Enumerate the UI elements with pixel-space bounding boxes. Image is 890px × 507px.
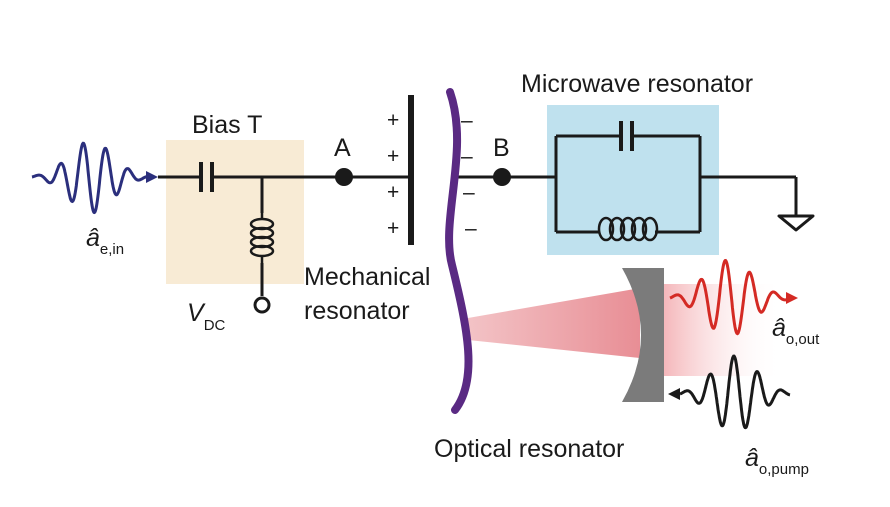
minus-sign: – — [461, 109, 473, 132]
v-dc-base: V — [187, 299, 206, 327]
microwave-capacitor — [619, 121, 634, 151]
v-dc-sub: DC — [204, 317, 226, 334]
minus-sign: – — [461, 145, 473, 168]
optical-beam — [468, 288, 640, 358]
ground-symbol — [777, 214, 815, 232]
pump-wave-packet — [679, 354, 791, 430]
node-b-label: B — [493, 134, 510, 162]
plus-sign: + — [387, 145, 399, 168]
output-wave-packet — [669, 258, 789, 336]
output-arrowhead — [786, 292, 798, 304]
bias-t-capacitor — [199, 162, 214, 192]
bias-t-inductor — [249, 213, 275, 263]
microwave-resonator-label: Microwave resonator — [521, 70, 753, 98]
minus-sign: – — [465, 217, 477, 240]
bias-t-box — [166, 140, 304, 284]
vdc-terminal — [253, 296, 271, 314]
mechanical-resonator-label-line1: Mechanical — [304, 263, 430, 291]
plus-sign: + — [387, 181, 399, 204]
optical-resonator-label: Optical resonator — [434, 435, 624, 463]
a-o-out-symbol: âo,out — [772, 314, 820, 348]
mechanical-resonator-label-line2: resonator — [304, 297, 410, 325]
a-o-out-base: â — [772, 314, 786, 342]
a-o-pump-base: â — [745, 444, 759, 472]
node-a-label: A — [334, 134, 351, 162]
a-o-pump-sub: o,pump — [759, 461, 809, 478]
a-e-in-symbol: âe,in — [86, 224, 124, 258]
a-o-out-sub: o,out — [786, 331, 820, 348]
pump-arrowhead — [668, 388, 680, 400]
minus-sign: – — [463, 181, 475, 204]
a-e-in-sub: e,in — [100, 241, 124, 258]
input-wave-packet — [31, 141, 151, 215]
plus-sign: + — [387, 109, 399, 132]
bias-t-label: Bias T — [192, 111, 262, 139]
node-a-dot — [335, 168, 353, 186]
plus-sign: + — [387, 217, 399, 240]
input-arrowhead — [146, 171, 158, 183]
a-o-pump-symbol: âo,pump — [745, 444, 809, 478]
microwave-inductor — [597, 216, 659, 242]
fixed-plate — [408, 95, 414, 245]
mechanical-membrane — [445, 88, 473, 414]
node-b-dot — [493, 168, 511, 186]
a-e-in-base: â — [86, 224, 100, 252]
optical-mirror — [622, 268, 664, 402]
v-dc-symbol: VDC — [187, 299, 226, 334]
